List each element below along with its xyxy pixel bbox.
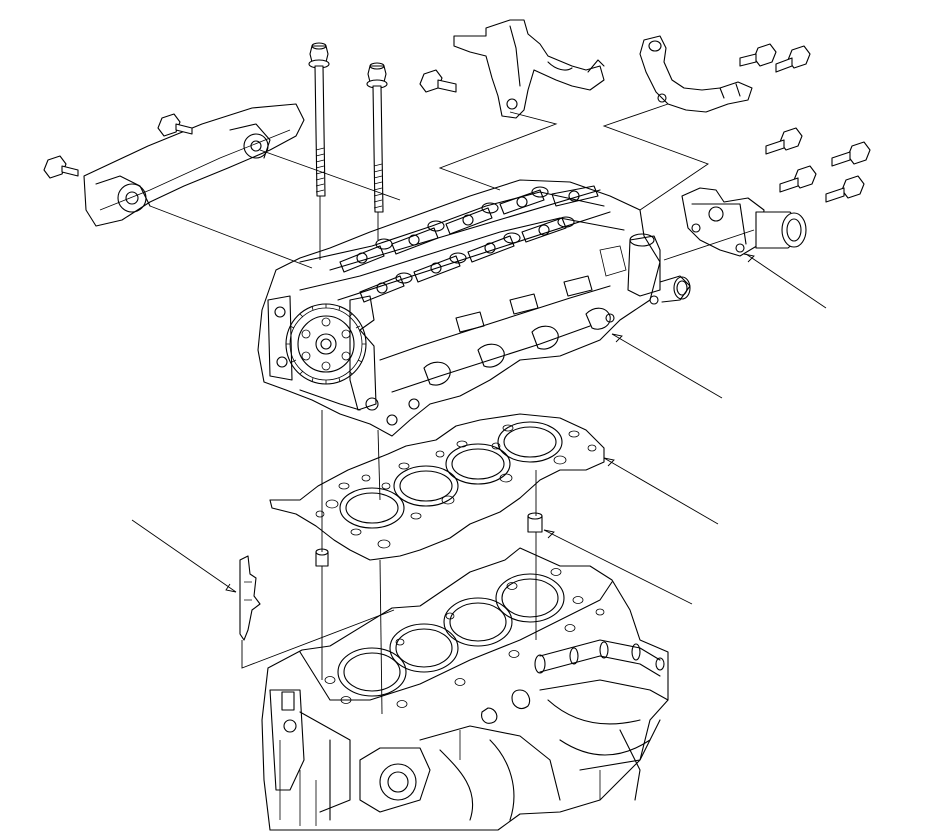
outlet-bolt-4 <box>825 175 865 203</box>
camshaft-assembly <box>329 185 611 303</box>
hanger-bolt-1 <box>43 155 79 179</box>
hanger-bolt-2 <box>157 113 193 137</box>
cylinder-head <box>257 179 691 437</box>
engine-hanger <box>639 35 753 113</box>
hanger-bolt-4 <box>775 45 811 73</box>
wire-harness-bracket <box>453 19 605 119</box>
cylinder-head-bolt <box>308 42 388 213</box>
cylinder-bore-4 <box>495 573 565 623</box>
cylinder-bore-1 <box>337 647 407 697</box>
outlet-bolt-2 <box>831 141 871 167</box>
cylinder-bore-3 <box>443 597 513 647</box>
alignment-lines <box>149 103 755 715</box>
head-bolt-1 <box>308 42 330 197</box>
hanger-bolt-3 <box>739 43 777 67</box>
cylinder-bore-2 <box>389 623 459 673</box>
cylinder-head-gasket <box>269 413 605 561</box>
bracket-bolt <box>419 69 457 93</box>
timing-cover-hanger <box>83 103 305 227</box>
head-bolt-2 <box>366 62 388 213</box>
chain-tensioner-bracket <box>239 555 261 641</box>
callout-leaders <box>131 253 827 605</box>
engine-block <box>261 547 669 831</box>
outlet-bolt-3 <box>779 165 817 193</box>
dowel-pin-2 <box>527 512 543 533</box>
outlet-bolt-1 <box>765 127 803 155</box>
water-outlet <box>681 187 807 257</box>
